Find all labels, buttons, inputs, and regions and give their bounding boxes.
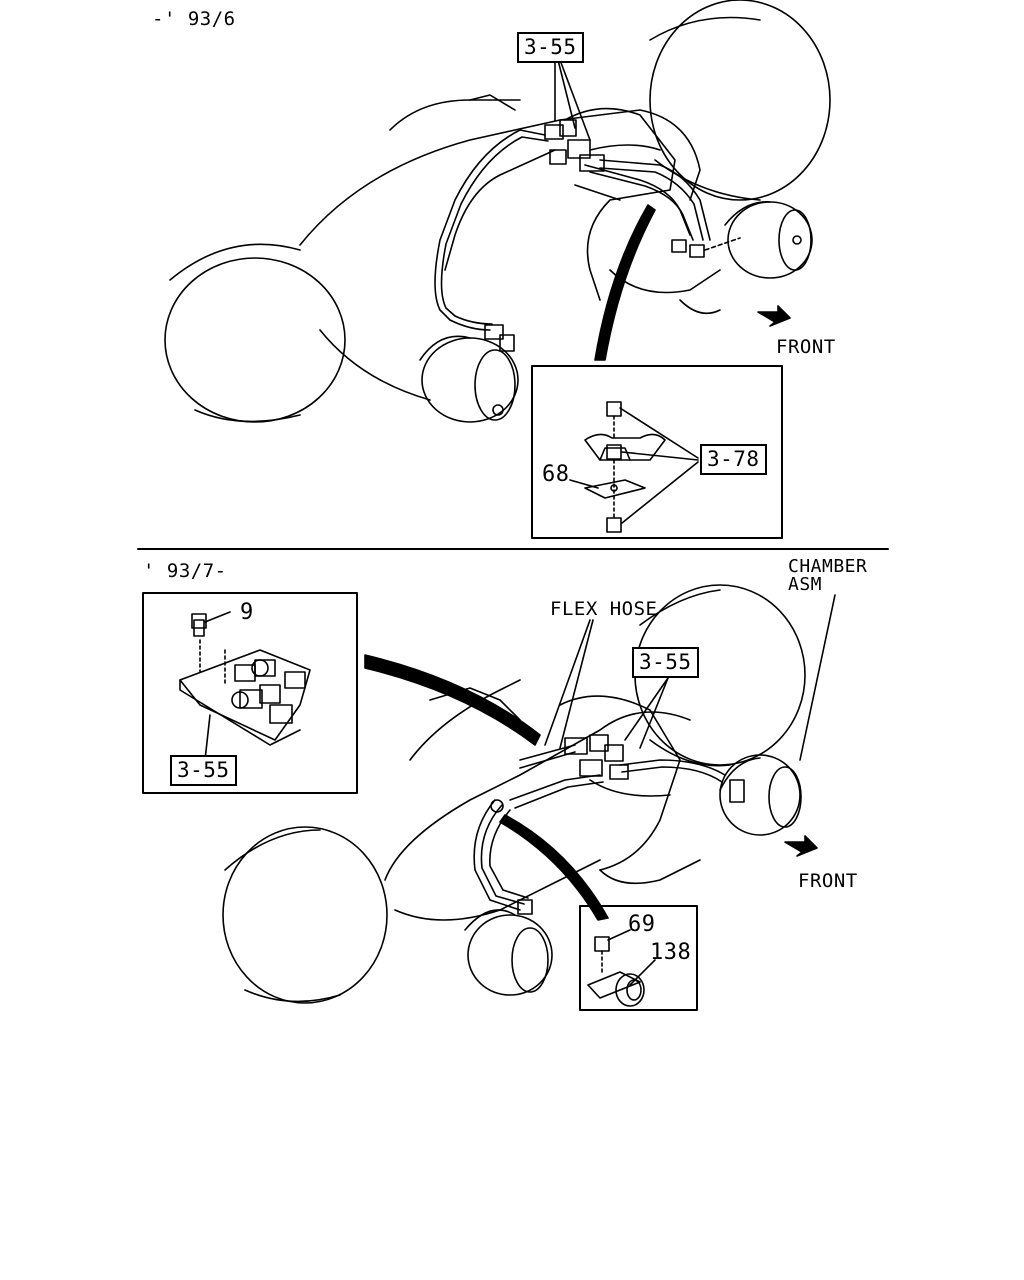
chamber-label-line2: ASM: [788, 574, 823, 595]
bottom-right-inset-clip: [587, 929, 656, 1007]
top-inset-bracket: [569, 401, 699, 533]
top-front-label: FRONT: [776, 336, 836, 358]
bottom-right-detail-pointer: [499, 814, 609, 921]
bottom-right-inset-frame: [579, 905, 698, 1011]
bottom-left-inset-valve: [179, 611, 311, 761]
top-axle-assembly: [164, 0, 831, 423]
chamber-label-line1: CHAMBER: [788, 556, 868, 577]
bottom-axle-assembly: [222, 584, 836, 1004]
bottom-left-detail-pointer: [364, 654, 541, 746]
top-detail-pointer: [594, 204, 656, 361]
part-number-68: 68: [542, 462, 570, 487]
part-number-69: 69: [628, 912, 656, 937]
bottom-left-inset-frame: [142, 592, 358, 794]
bottom-date-label: ' 93/7-: [143, 560, 227, 582]
top-callout-3-55: 3-55: [517, 32, 584, 63]
bottom-front-arrow: [784, 835, 818, 857]
top-callout-3-78: 3-78: [700, 444, 767, 475]
top-inset-frame: [531, 365, 783, 539]
part-number-138: 138: [650, 940, 692, 965]
inset-callout-3-55: 3-55: [170, 755, 237, 786]
top-front-arrow: [757, 305, 791, 327]
top-date-label: -' 93/6: [152, 8, 236, 30]
flex-hose-label: FLEX HOSE: [550, 598, 658, 620]
part-number-9: 9: [240, 600, 254, 625]
bottom-front-label: FRONT: [798, 870, 858, 892]
bottom-callout-3-55: 3-55: [632, 647, 699, 678]
